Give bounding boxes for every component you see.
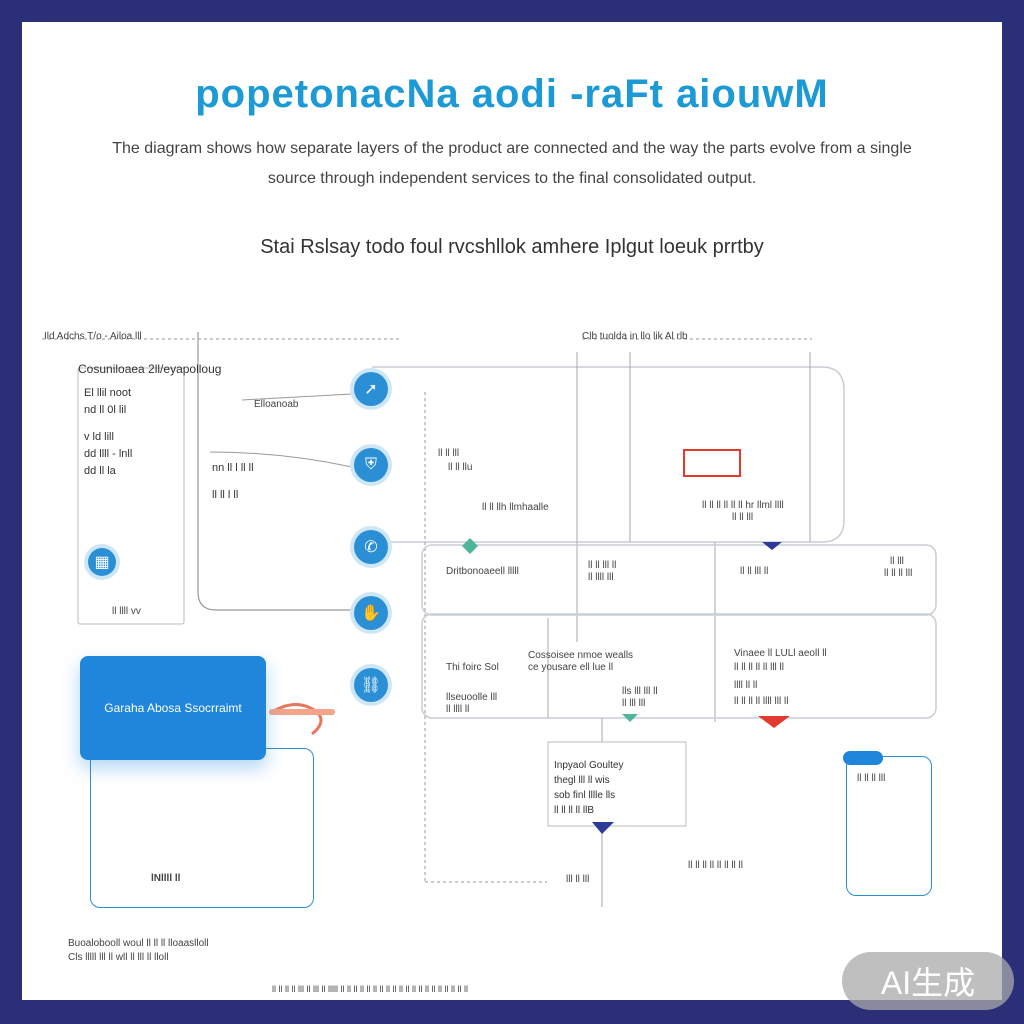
- mid-left-item: nn ll l ll ll: [212, 462, 254, 474]
- left-item: El llil noot: [84, 387, 132, 399]
- diagram-card: popetonacNa aodi -raFt aiouwM The diagra…: [22, 22, 1002, 1000]
- left-item: nd ll 0l lil: [84, 404, 127, 416]
- center-a-sub: ll ll llu: [448, 462, 473, 473]
- row-2-right-title: Vinaee ll LULl aeoll ll: [734, 648, 827, 659]
- icon-caption: ll llll vv: [112, 606, 141, 617]
- marker-teal-2: [622, 714, 638, 722]
- bottom-card-line: thegl lll ll wis: [554, 775, 610, 786]
- mid-left-item: ll ll l ll: [212, 489, 239, 501]
- row-1-far: ll lll: [890, 556, 904, 567]
- left-item: v ld lill: [84, 431, 114, 443]
- link-icon[interactable]: ⛓: [354, 668, 388, 702]
- row-1-box: [421, 544, 937, 616]
- row-1-mid: ll ll lll ll: [588, 560, 617, 571]
- ai-generated-badge: AI生成: [842, 952, 1014, 1010]
- device-icon: ▦: [88, 548, 116, 576]
- page-subtitle: The diagram shows how separate layers of…: [62, 134, 962, 194]
- row-2-mid-b: ll lll lll: [622, 698, 646, 709]
- row-1-mid-2: ll llll lll: [588, 572, 614, 583]
- right-panel-tab: [843, 751, 883, 765]
- bottom-card-line: Inpyaol Goultey: [554, 760, 624, 771]
- bottom-card-box: [547, 741, 687, 827]
- mid-left-list: nn ll l ll ll ll ll l ll: [212, 460, 254, 504]
- center-a-title: ll ll lll: [438, 448, 460, 459]
- subtitle-line-2: source through independent services to t…: [267, 170, 757, 187]
- blue-card[interactable]: Garaha Abosa Ssocrraimt: [80, 656, 266, 760]
- shield-icon[interactable]: ⛨: [354, 448, 388, 482]
- subtitle-line-1: The diagram shows how separate layers of…: [112, 140, 912, 157]
- red-swoosh: [271, 703, 323, 736]
- row-2-right-sub: ll ll ll ll ll lll ll: [734, 662, 784, 673]
- page-title: popetonacNa aodi -raFt aiouwM: [195, 72, 829, 116]
- center-a-caption: ll ll llh llmhaalle: [482, 502, 549, 513]
- footer-line-2: Cls lllll lll ll wll ll lll ll lloll: [68, 952, 169, 963]
- row-2-right-a: llll ll ll: [734, 680, 758, 691]
- left-item-list: El llil noot nd ll 0l lil v ld lill dd l…: [84, 385, 132, 480]
- top-left-rule-label: Ild Adchs T/o - Ailoa lll: [44, 331, 142, 342]
- row-2-small-left-2: ll llll ll: [446, 704, 470, 715]
- row-2-box: [421, 613, 937, 719]
- marker-teal-1: [462, 538, 478, 554]
- marker-navy-2: [592, 822, 614, 834]
- left-item: dd llll - lnll: [84, 448, 133, 460]
- row-2-label-left: Thi foirc Sol: [446, 662, 499, 673]
- footer-line-1: Buoalobooll woul ll ll ll lloaaslloll: [68, 938, 209, 949]
- upper-frame: [372, 366, 845, 543]
- blue-card-label: Garaha Abosa Ssocrraimt: [104, 701, 242, 715]
- row-1-right: ll ll lll ll: [740, 566, 769, 577]
- left-group-title: Cosuniloaea 2ll/eyapolloug: [78, 362, 222, 376]
- footer-line-3: ll ll ll ll lll ll lll ll lllll ll ll ll…: [272, 984, 468, 994]
- left-sub-label: Elloanoab: [254, 399, 299, 410]
- left-item: dd ll la: [84, 465, 116, 477]
- connector-layer: [42, 332, 937, 907]
- right-panel: ll ll ll lll: [843, 751, 932, 896]
- left-group-box: [77, 367, 185, 625]
- red-stamp: [683, 449, 741, 477]
- row-2-mid-title: Cossoisee nmoe wealls: [528, 650, 634, 661]
- right-caption: ll ll ll ll ll ll hr llml llll: [702, 500, 784, 511]
- blue-panel-bottom: lNllll ll: [151, 873, 181, 884]
- row-2-right-b: ll ll ll ll llll lll ll: [734, 696, 789, 707]
- bottom-card: Inpyaol Goultey thegl lll ll wis sob fin…: [554, 758, 624, 818]
- right-panel-label: ll ll ll lll: [857, 773, 886, 784]
- row-1-far-2: ll ll ll lll: [884, 568, 913, 579]
- hand-icon[interactable]: ✋: [354, 596, 388, 630]
- section-heading: Stai Rslsay todo foul rvcshllok amhere I…: [260, 236, 764, 258]
- far-right-row: ll ll ll ll ll ll ll ll: [688, 860, 743, 871]
- arrow-line-1: [241, 393, 353, 401]
- signal-icon[interactable]: ✆: [354, 530, 388, 564]
- row-2-mid-sub: ce yousare ell lue ll: [528, 662, 614, 673]
- row-2-mid-a: lls lll lll ll: [622, 686, 658, 697]
- right-caption-2: ll ll lll: [732, 512, 754, 523]
- blue-panel: lNllll ll: [90, 748, 314, 908]
- left-connector: [197, 332, 362, 611]
- row-2-small-left: llseuoolle lll: [446, 692, 498, 703]
- arrow-icon[interactable]: ➚: [354, 372, 388, 406]
- bottom-card-line: ll ll ll ll llB: [554, 805, 594, 816]
- bottom-label: lll ll lll: [566, 874, 590, 885]
- arrow-line-2: [209, 451, 353, 468]
- marker-navy-1: [762, 542, 782, 550]
- top-center-rule-label: Clb tuolda in llo lik Al rlb: [582, 331, 688, 342]
- marker-red-1: [758, 716, 790, 728]
- bottom-card-line: sob finl lllle lls: [554, 790, 616, 801]
- row-1-left: Dritbonoaeell lllll: [446, 566, 519, 577]
